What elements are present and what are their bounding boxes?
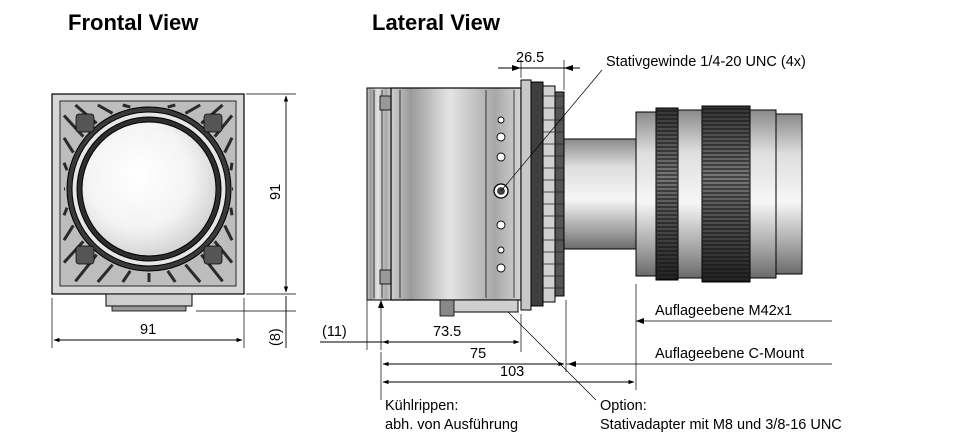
cooling-fin [184, 103, 201, 115]
lateral-adapter-ring-3 [554, 91, 565, 297]
lens-barrel-front [635, 111, 657, 277]
cooling-fin [223, 224, 234, 241]
lateral-adapter-ring-2 [542, 85, 556, 303]
lateral-fin-bracket-bottom [379, 269, 393, 285]
tripod-thread-leader [500, 69, 603, 192]
lateral-view: 26.5 (11) 73.5 75 103 Stativgewinde 1/4-… [320, 50, 842, 433]
lens-knurling [657, 108, 749, 282]
lens-glass [81, 121, 217, 257]
callout-option-line1: Option: [600, 398, 647, 414]
callout-flange-m42: Auflageebene M42x1 [655, 303, 792, 319]
lens-ring-knurled-1 [655, 107, 679, 281]
lens-front-cap [775, 113, 803, 275]
lens-ring-plain [677, 109, 703, 279]
lateral-cooling-fins [366, 87, 392, 301]
cooling-fin [121, 270, 132, 283]
dim-b-label: 75 [470, 346, 486, 362]
frontal-offset-label: (8) [268, 328, 284, 346]
option-leader [507, 311, 597, 401]
frontal-height-label: 91 [268, 184, 284, 200]
callout-fins-line2: abh. von Ausführung [385, 417, 518, 433]
lens-ring-end [749, 109, 777, 279]
corner-mount-tl [75, 113, 95, 133]
frontal-view-title: Frontal View [68, 10, 199, 35]
frontal-width-label: 91 [140, 322, 156, 338]
cooling-fin [62, 137, 75, 154]
cooling-fin [62, 240, 85, 264]
cooling-fin [229, 162, 234, 171]
cooling-fin [62, 224, 75, 241]
lateral-adapter-ring-1 [530, 81, 544, 307]
dim-top-label: 26.5 [516, 50, 544, 66]
callout-flange-cmount: Auflageebene C-Mount [655, 346, 804, 362]
callout-fins-line1: Kühlrippen: [385, 398, 458, 414]
cooling-fin [229, 207, 234, 216]
frontal-view: 91 91 (8) [51, 93, 296, 348]
frontal-tripod-adapter-foot [111, 305, 187, 312]
dim-left-label: (11) [322, 324, 347, 340]
lens-tube [563, 138, 637, 250]
lateral-view-title: Lateral View [372, 10, 501, 35]
cooling-fin [213, 114, 234, 138]
lateral-front-plate [520, 79, 532, 311]
lens-focus-ring [701, 105, 751, 283]
cooling-fin [62, 207, 69, 216]
callout-option-line2: Stativadapter mit M8 und 3/8-16 UNC [600, 417, 842, 433]
corner-mount-tr [203, 113, 223, 133]
frontal-tripod-adapter [105, 293, 193, 307]
cooling-fin [97, 103, 114, 115]
cooling-fin [96, 263, 114, 283]
cooling-fin [223, 137, 234, 154]
corner-mount-br [203, 245, 223, 265]
dim-c-label: 103 [500, 364, 524, 380]
cooling-fin [62, 162, 69, 171]
cooling-fin [213, 240, 234, 264]
cooling-fin [62, 114, 85, 138]
cooling-fin [167, 103, 176, 109]
lateral-screw-holes [496, 116, 506, 273]
dim-a-label: 73.5 [433, 324, 461, 340]
lateral-fin-bracket-top [379, 95, 393, 111]
callout-tripod-thread: Stativgewinde 1/4-20 UNC (4x) [606, 54, 806, 70]
cooling-fin [184, 263, 202, 283]
cooling-fin [166, 270, 177, 283]
cooling-fin [122, 103, 131, 109]
lateral-tripod-adapter-block [439, 299, 455, 317]
corner-mount-bl [75, 245, 95, 265]
